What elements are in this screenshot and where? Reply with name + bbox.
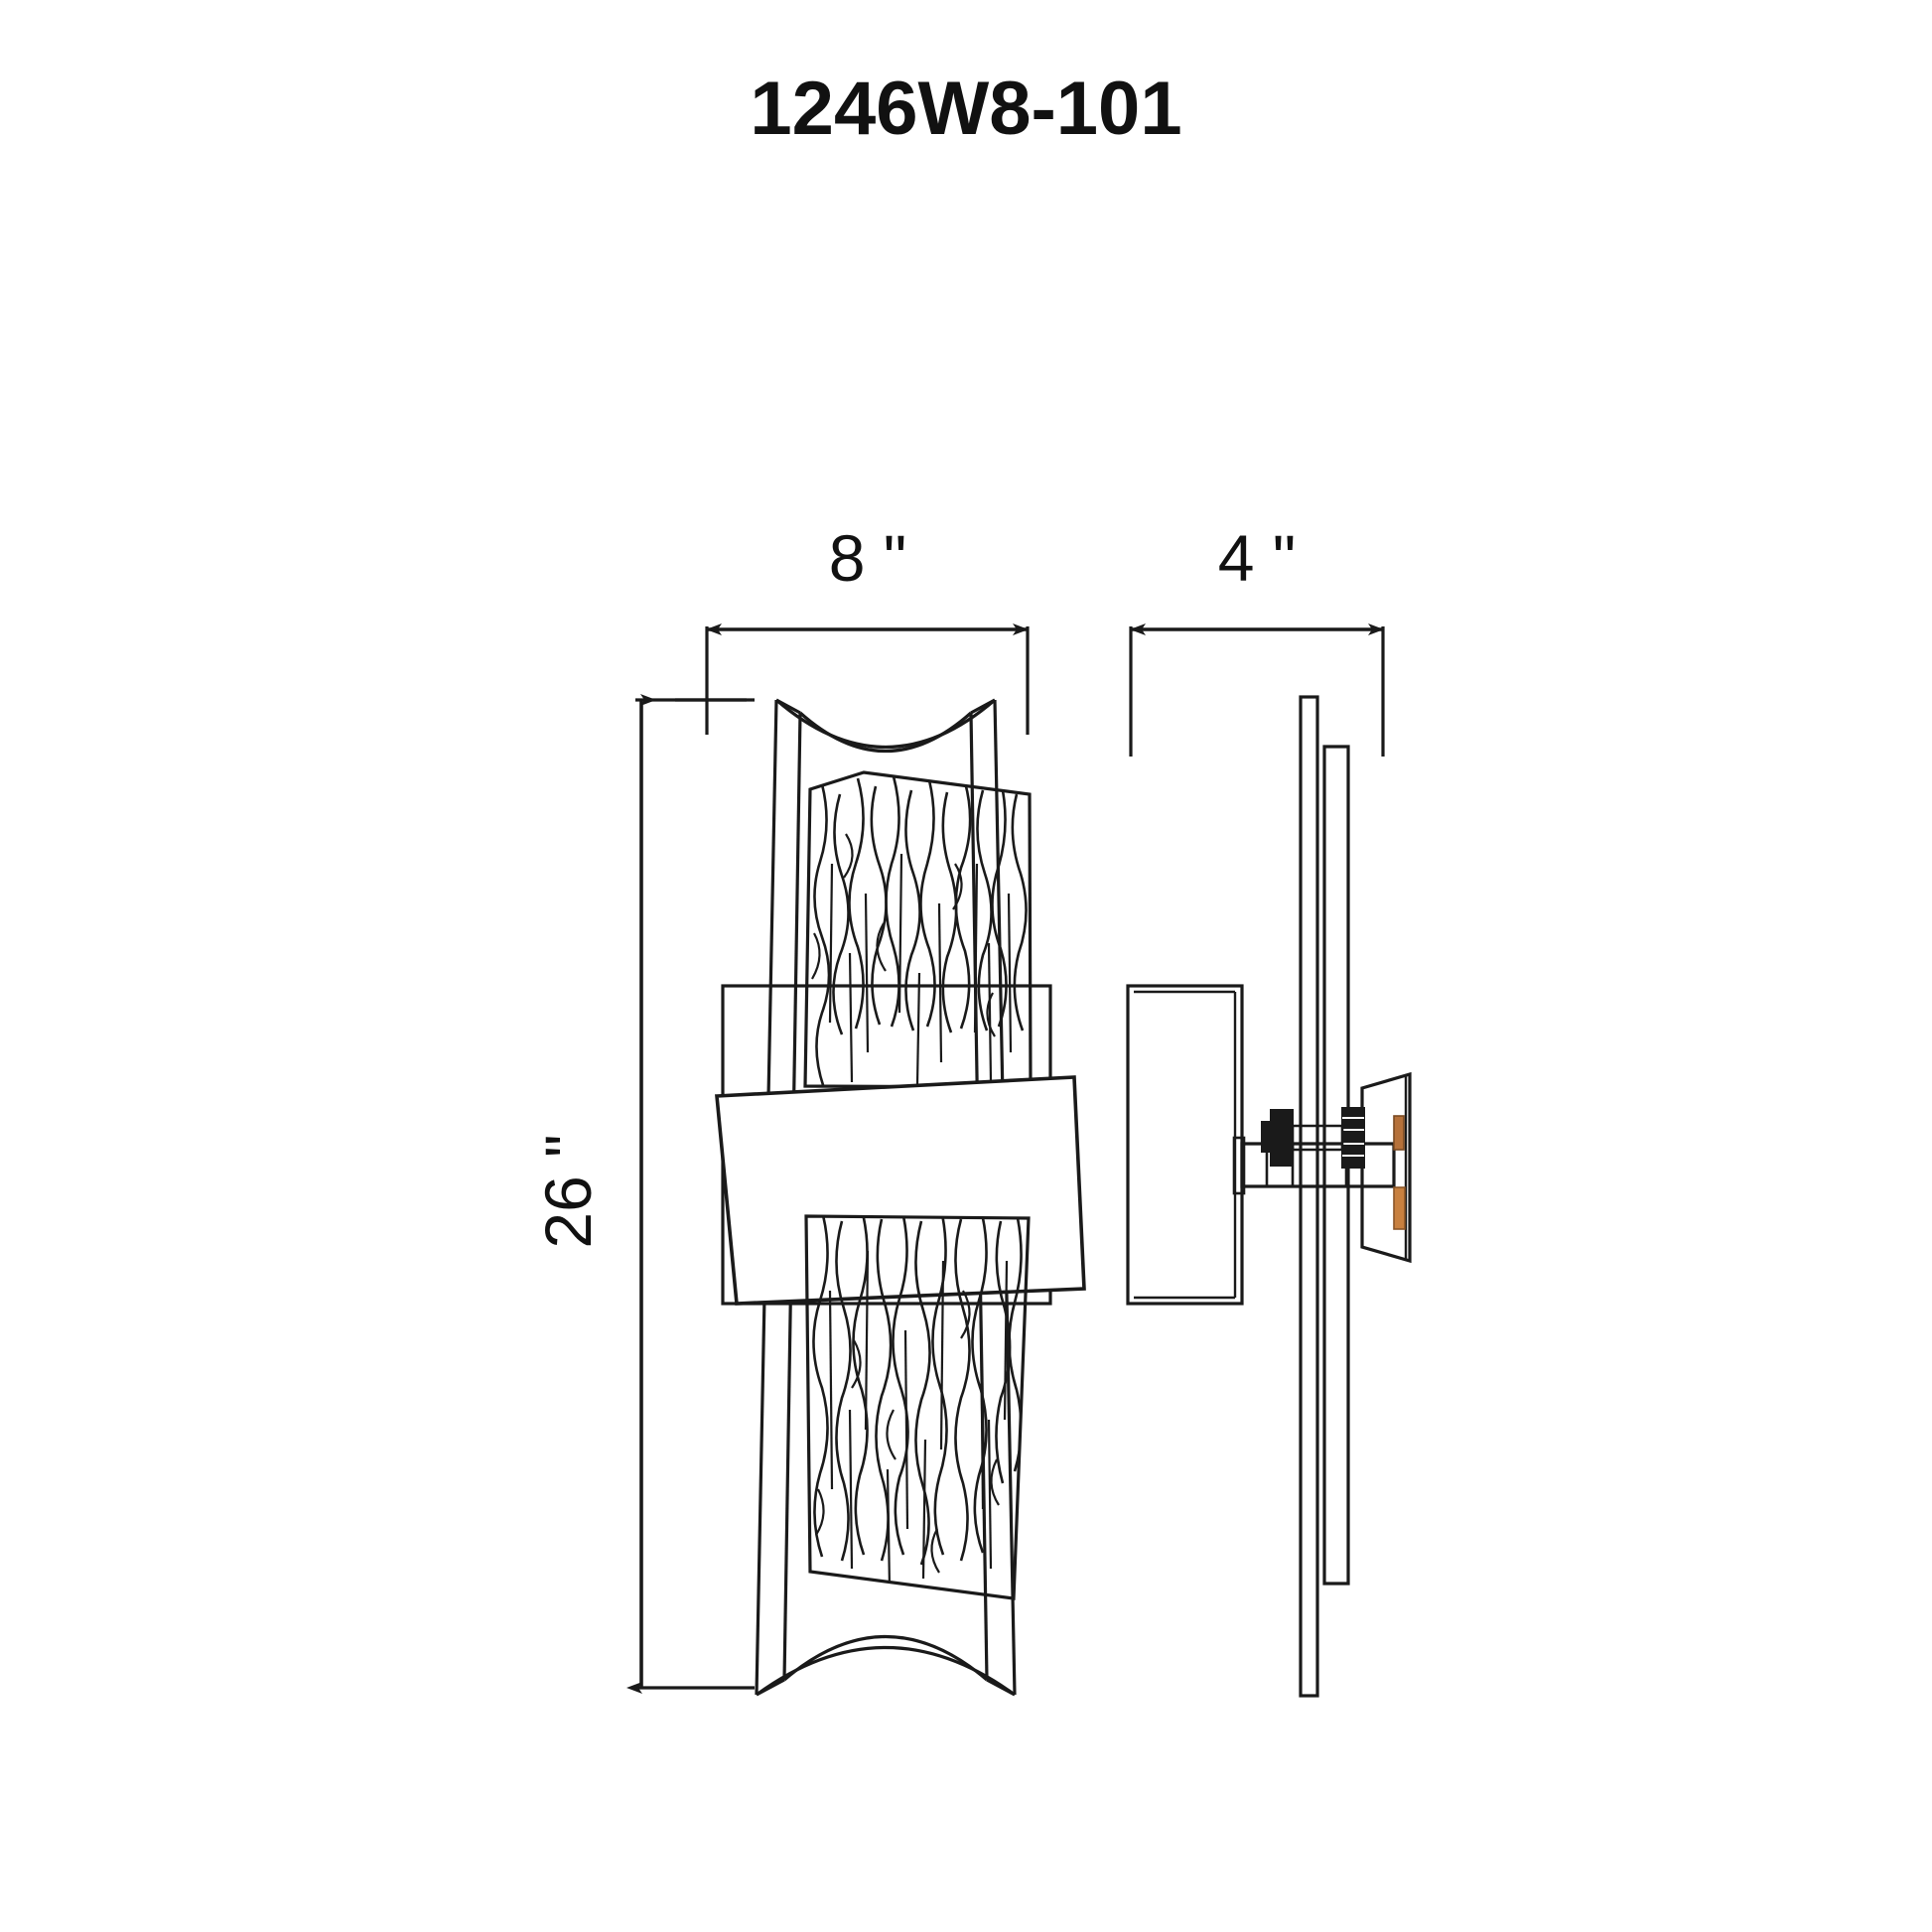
mounting-threaded-rod (1291, 1124, 1344, 1152)
dimension-label-width: 8 " (829, 521, 906, 595)
frame-top-right-corner (970, 698, 996, 715)
dimension-height-26in (626, 694, 755, 1694)
frame-top-inner-arc (798, 711, 973, 753)
wire-connector-lower (1393, 1186, 1406, 1230)
frame-bottom-left-corner (756, 1678, 785, 1697)
frame-bottom-right-corner (986, 1678, 1016, 1697)
glass-texture-upper (811, 775, 1028, 1087)
dimension-label-depth: 4 " (1218, 521, 1296, 595)
glass-texture-lower (812, 1216, 1023, 1589)
center-band-shade (715, 1075, 1086, 1306)
front-elevation (715, 698, 1086, 1697)
side-arm-endcap (1232, 1136, 1246, 1195)
dimension-depth-4in (1129, 623, 1385, 757)
mounting-nut-knurl (1342, 1117, 1364, 1157)
side-elevation (1126, 695, 1412, 1698)
glass-panel-lower (804, 1214, 1031, 1600)
frame-bottom-inner-arc (782, 1634, 989, 1682)
side-wall-plate (1360, 1071, 1412, 1264)
glass-panel-upper (803, 770, 1033, 1089)
frame-top-left-corner (775, 698, 801, 715)
mounting-washer-left (1261, 1121, 1275, 1153)
side-glass-profile (1322, 745, 1350, 1586)
model-number-title: 1246W8-101 (750, 67, 1182, 151)
dimension-label-height: 26 " (531, 1134, 605, 1248)
dimension-width-8in (675, 623, 1030, 735)
wire-connector-upper (1393, 1115, 1405, 1151)
side-frame-profile (1299, 695, 1319, 1698)
side-center-band (1126, 984, 1244, 1306)
frame-top-outer-arc (774, 698, 997, 749)
